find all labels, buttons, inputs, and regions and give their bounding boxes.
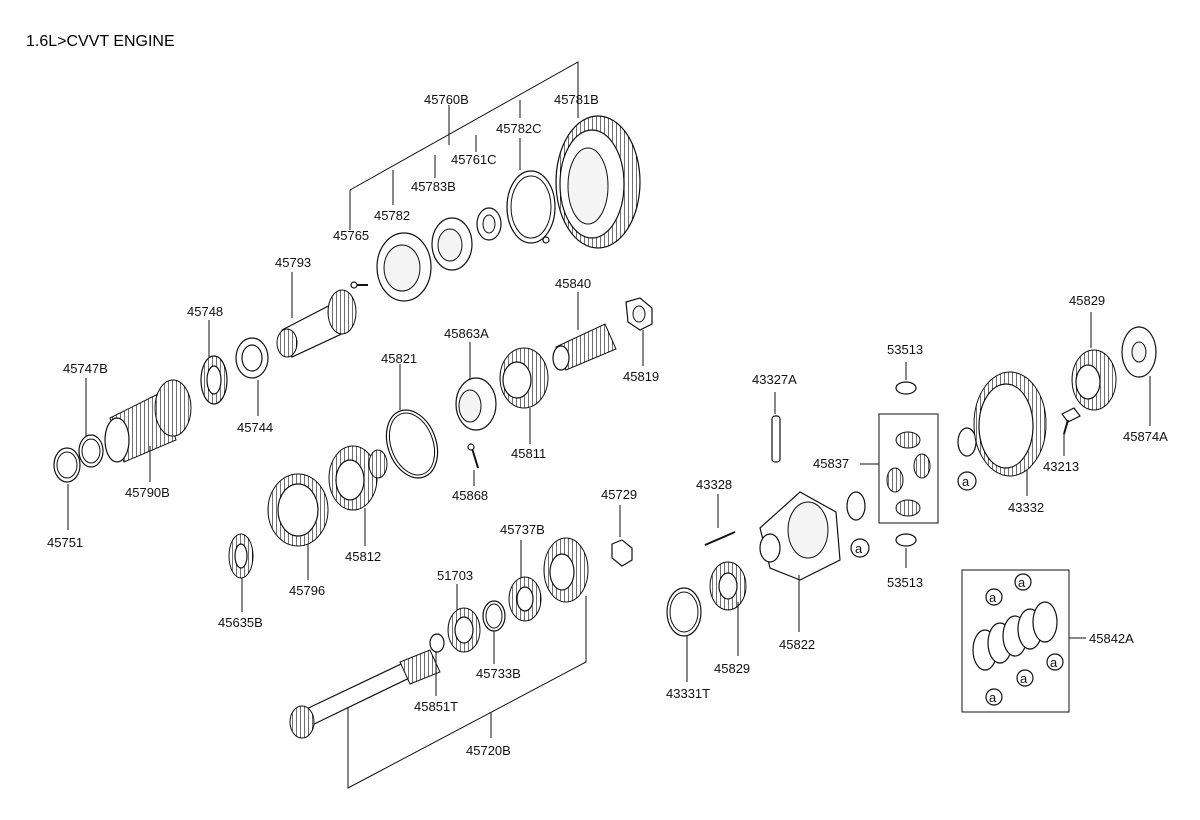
part-45761c-washer[interactable] (476, 207, 502, 241)
label-45748: 45748 (187, 304, 223, 319)
label-45635b: 45635B (218, 615, 263, 630)
label-43213: 43213 (1043, 459, 1079, 474)
part-45821-snap-ring[interactable] (377, 403, 446, 485)
svg-text:a: a (855, 541, 863, 556)
part-45781b-gear[interactable] (555, 88, 641, 249)
part-45851t-ring[interactable] (429, 633, 445, 696)
label-45744: 45744 (237, 420, 273, 435)
part-45842a-shim-set[interactable]: a a a a a (961, 569, 1086, 713)
part-45829-bearing-lower[interactable] (709, 561, 747, 656)
label-45751: 45751 (47, 535, 83, 550)
label-45811: 45811 (511, 446, 546, 461)
bracket-45760b (349, 61, 579, 230)
part-45744-washer[interactable] (235, 337, 269, 379)
part-43331t-snap-ring[interactable] (666, 587, 702, 682)
label-51703: 51703 (437, 568, 473, 583)
label-43328: 43328 (696, 477, 732, 492)
label-45761c: 45761C (451, 152, 497, 167)
diagram-title: 1.6L>CVVT ENGINE (26, 33, 175, 50)
part-45782-lock-plate[interactable] (376, 232, 432, 302)
label-45851t: 45851T (414, 699, 458, 714)
leader-lines (67, 272, 644, 664)
label-45842a: 45842A (1089, 631, 1134, 646)
part-43328-pin[interactable] (704, 494, 736, 546)
ref-marker-a1: a (850, 538, 870, 558)
part-45796-sleeve[interactable] (267, 473, 329, 547)
part-small-ring[interactable] (846, 491, 866, 521)
label-45822: 45822 (779, 637, 815, 652)
part-45720b-output-shaft[interactable] (289, 649, 441, 739)
part-45748-thrust-bearing[interactable] (200, 355, 228, 405)
label-45796: 45796 (289, 583, 325, 598)
part-output-gear[interactable] (543, 537, 589, 603)
label-45783b: 45783B (411, 179, 456, 194)
part-45837-pinion-set[interactable] (860, 413, 939, 524)
label-45868: 45868 (452, 488, 488, 503)
label-43327a: 43327A (752, 372, 797, 387)
part-45737b-bearing[interactable] (508, 540, 542, 622)
label-45821: 45821 (381, 351, 417, 366)
label-45829-upper: 45829 (1069, 293, 1105, 308)
label-45747b: 45747B (63, 361, 108, 376)
label-45737b: 45737B (500, 522, 545, 537)
label-45863a: 45863A (444, 326, 489, 341)
part-45782c-snap-ring[interactable] (506, 170, 556, 244)
part-43332-ring-gear[interactable] (973, 371, 1047, 496)
label-45782c: 45782C (496, 121, 542, 136)
label-43332: 43332 (1008, 500, 1044, 515)
part-45765-pin[interactable] (350, 281, 368, 289)
label-45874a: 45874A (1123, 429, 1168, 444)
label-45781b: 45781B (554, 92, 599, 107)
label-45720b: 45720B (466, 743, 511, 758)
label-53513-top: 53513 (887, 342, 923, 357)
label-45819: 45819 (623, 369, 659, 384)
label-43331t: 43331T (666, 686, 710, 701)
part-45811-gear[interactable] (499, 347, 549, 409)
part-45863a-bearing[interactable] (455, 377, 497, 431)
label-45812: 45812 (345, 549, 381, 564)
svg-text:a: a (989, 690, 997, 705)
label-45829-lower: 45829 (714, 661, 750, 676)
svg-text:a: a (1050, 655, 1058, 670)
part-45793-shaft[interactable] (276, 289, 357, 358)
label-45837: 45837 (813, 456, 849, 471)
svg-text:a: a (962, 474, 970, 489)
svg-text:a: a (1020, 671, 1028, 686)
part-ring-43332[interactable] (957, 427, 977, 457)
part-45783b-ring[interactable] (431, 217, 473, 271)
bracket-45720b (347, 596, 587, 789)
part-45819-nut[interactable] (625, 297, 653, 331)
label-45765: 45765 (333, 228, 369, 243)
label-53513-bottom: 53513 (887, 575, 923, 590)
part-45733b-ring[interactable] (482, 600, 506, 632)
part-53513-washer-top[interactable] (895, 362, 917, 395)
part-43327a-pin[interactable] (771, 392, 781, 463)
label-45782: 45782 (374, 208, 410, 223)
label-45793: 45793 (275, 255, 311, 270)
svg-text:a: a (989, 590, 997, 605)
part-43213-bolt[interactable] (1061, 407, 1081, 456)
label-45790b: 45790B (125, 485, 170, 500)
part-45729-nut[interactable] (611, 505, 633, 567)
part-45874a-washer[interactable] (1121, 326, 1157, 426)
part-45868-bolt[interactable] (467, 443, 479, 469)
part-45635b-bearing[interactable] (228, 533, 254, 579)
label-45733b: 45733B (476, 666, 521, 681)
label-45760b: 45760B (424, 92, 469, 107)
part-51703-bearing[interactable] (447, 584, 481, 653)
part-45822-diff-case[interactable] (759, 491, 841, 632)
part-45747b-snap-ring[interactable] (78, 434, 104, 468)
ref-marker-a2: a (957, 471, 977, 491)
svg-text:a: a (1018, 575, 1026, 590)
part-53513-washer-bottom[interactable] (895, 533, 917, 568)
part-45829-bearing-upper[interactable] (1071, 312, 1117, 411)
part-45751-snap-ring[interactable] (53, 447, 81, 483)
part-45790b-shaft-gear[interactable] (104, 379, 192, 463)
part-45812-gear[interactable] (328, 445, 388, 511)
label-45729: 45729 (601, 487, 637, 502)
part-labels: 45760B 45781B 45782C 45761C 45783B 45782… (47, 92, 1168, 758)
part-45840-shaft[interactable] (552, 323, 617, 371)
label-45840: 45840 (555, 276, 591, 291)
